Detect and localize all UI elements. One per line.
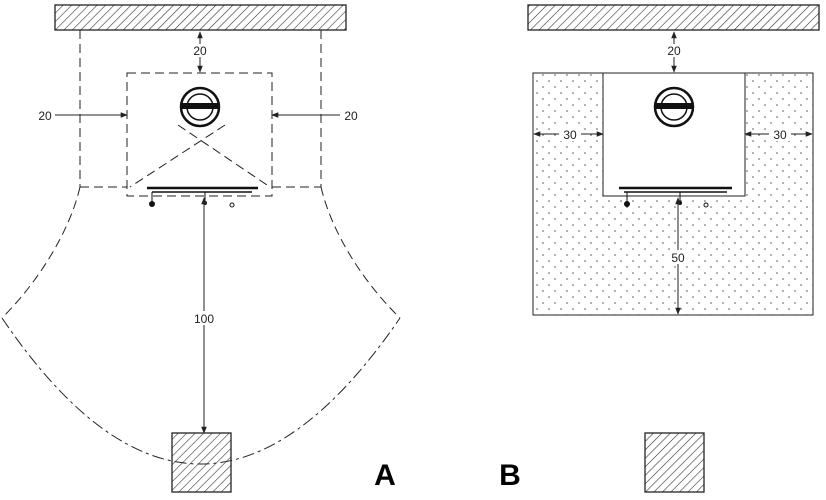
- panel-label-b: B: [499, 459, 521, 492]
- panel-a: 20 20 20 100 A: [1, 4, 401, 493]
- wall-hatch-icon: [527, 4, 820, 31]
- diagonal-lines: [129, 124, 271, 188]
- dim-label-right: 20: [344, 109, 358, 123]
- dim-label-right: 30: [773, 128, 787, 142]
- floor-obstacle-icon: [171, 432, 232, 493]
- panel-b: 20 30 30 50 B: [499, 4, 820, 493]
- dim-label-front: 100: [194, 312, 214, 326]
- toilet-seat-icon: [179, 86, 221, 128]
- dim-label-left: 30: [563, 128, 577, 142]
- wall-hatch-icon: [54, 4, 347, 31]
- floor-obstacle-icon: [644, 432, 705, 493]
- panel-label-a: A: [374, 459, 396, 492]
- dim-label-top: 20: [193, 44, 207, 58]
- toilet-seat-icon: [653, 86, 695, 128]
- fixture-box: [126, 72, 273, 197]
- dim-label-left: 20: [38, 109, 52, 123]
- dim-label-top: 20: [667, 44, 681, 58]
- clearance-zone-outline: [79, 30, 322, 188]
- wall-mounted-fixture-icon: [147, 186, 258, 208]
- swing-side-lines: [1, 186, 401, 319]
- dim-label-front: 50: [671, 251, 685, 265]
